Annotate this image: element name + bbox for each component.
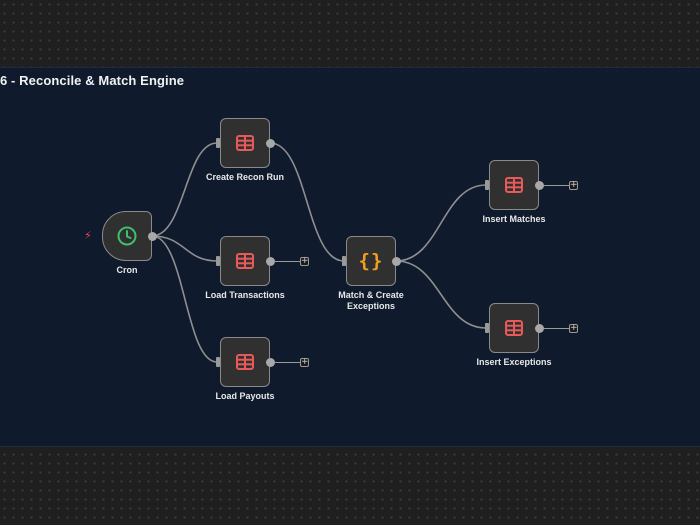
trigger-bolt-icon: ⚡	[84, 230, 92, 242]
table-icon	[505, 177, 523, 193]
table-icon	[236, 354, 254, 370]
node-load-transactions[interactable]	[220, 236, 270, 286]
load-transactions-output-port[interactable]	[265, 256, 275, 266]
load-transactions-add-button[interactable]: +	[300, 255, 309, 266]
code-braces-icon: {}	[358, 250, 384, 272]
cron-output-port[interactable]	[147, 231, 157, 241]
node-insert-matches[interactable]	[489, 160, 539, 210]
edge-match-insert-matches	[395, 184, 487, 262]
load-payouts-output-port[interactable]	[265, 357, 275, 367]
load-payouts-stub-line	[274, 362, 300, 363]
insert-matches-input-port[interactable]	[485, 180, 489, 190]
node-create-recon-run[interactable]	[220, 118, 270, 168]
load-payouts-input-port[interactable]	[216, 357, 220, 367]
edge-match-insert-exceptions	[395, 260, 487, 329]
edge-cron-create-recon-run	[151, 142, 218, 237]
load-transactions-stub-line	[274, 261, 300, 262]
load-payouts-add-button[interactable]: +	[300, 356, 309, 367]
table-icon	[236, 135, 254, 151]
insert-matches-stub-line	[543, 185, 569, 186]
insert-exceptions-stub-line	[543, 328, 569, 329]
workflow-title: 6 - Reconcile & Match Engine	[0, 73, 185, 88]
load-transactions-input-port[interactable]	[216, 256, 220, 266]
insert-matches-add-button[interactable]: +	[569, 179, 578, 190]
match-output-port[interactable]	[391, 256, 401, 266]
insert-exceptions-input-port[interactable]	[485, 323, 489, 333]
match-input-port[interactable]	[342, 256, 346, 266]
node-insert-exceptions-label: Insert Exceptions	[476, 357, 552, 367]
create-recon-run-output-port[interactable]	[265, 138, 275, 148]
edge-create-recon-run-match	[269, 142, 345, 262]
node-match-create-exceptions[interactable]: {}	[346, 236, 396, 286]
edge-cron-load-transactions	[151, 235, 218, 262]
node-load-payouts-label: Load Payouts	[215, 391, 275, 401]
insert-exceptions-add-button[interactable]: +	[569, 322, 578, 333]
node-load-transactions-label: Load Transactions	[205, 290, 285, 300]
table-icon	[236, 253, 254, 269]
clock-icon	[117, 226, 137, 246]
node-match-create-exceptions-label: Match & Create Exceptions	[316, 290, 426, 312]
match-label-line-2: Exceptions	[346, 301, 395, 311]
node-load-payouts[interactable]	[220, 337, 270, 387]
match-label-line-1: Match & Create	[338, 290, 404, 300]
table-icon	[505, 320, 523, 336]
insert-matches-output-port[interactable]	[534, 180, 544, 190]
node-cron[interactable]	[102, 211, 152, 261]
node-insert-matches-label: Insert Matches	[482, 214, 546, 224]
node-cron-label: Cron	[116, 265, 138, 275]
node-create-recon-run-label: Create Recon Run	[205, 172, 285, 182]
node-insert-exceptions[interactable]	[489, 303, 539, 353]
edge-cron-load-payouts	[151, 235, 218, 363]
create-recon-run-input-port[interactable]	[216, 138, 220, 148]
insert-exceptions-output-port[interactable]	[534, 323, 544, 333]
